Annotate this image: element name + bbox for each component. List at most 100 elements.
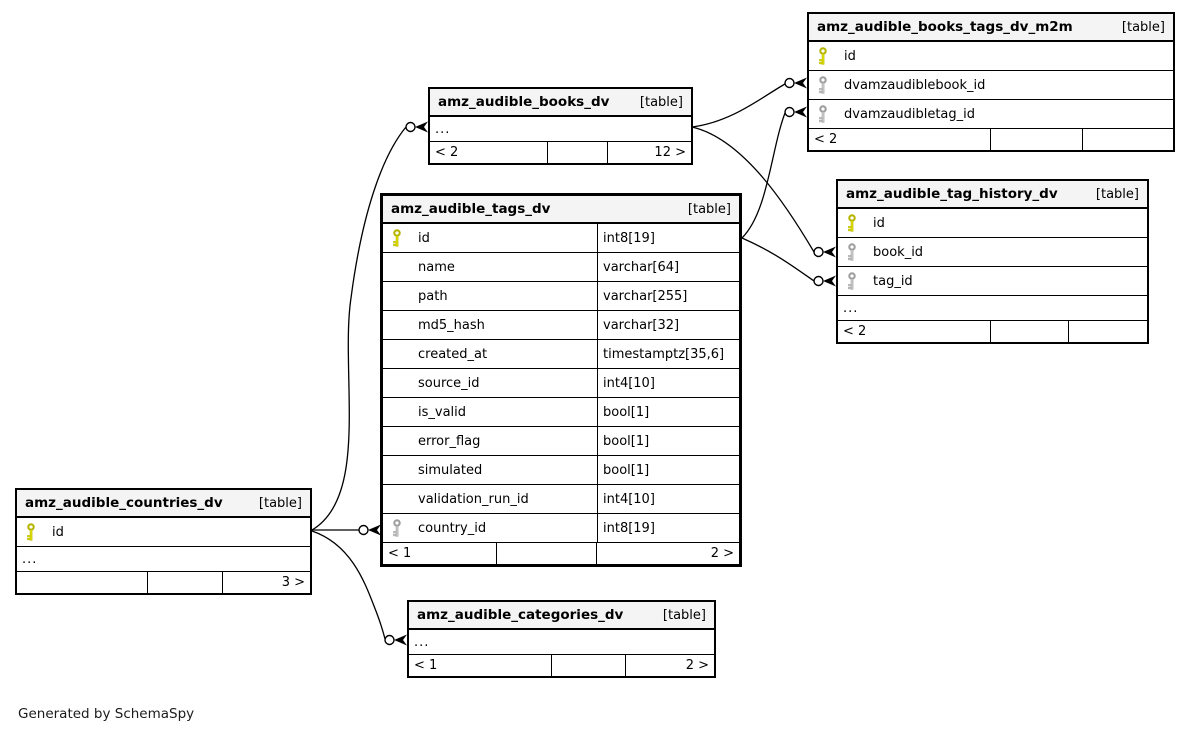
column-row: path varchar[255] bbox=[383, 282, 739, 311]
column-name: source_id bbox=[418, 375, 480, 391]
table-footer: < 2 bbox=[809, 129, 1173, 150]
column-row: name varchar[64] bbox=[383, 253, 739, 282]
crowfoot-marker-history-book-id bbox=[813, 246, 836, 258]
footer-center bbox=[497, 543, 597, 564]
column-row: id bbox=[17, 518, 310, 547]
column-row: md5_hash varchar[32] bbox=[383, 311, 739, 340]
primary-key-icon bbox=[809, 46, 844, 66]
foreign-key-icon bbox=[838, 242, 873, 262]
column-name: validation_run_id bbox=[418, 491, 529, 507]
table-amz-audible-tags-dv[interactable]: amz_audible_tags_dv [table] id int8[19] … bbox=[380, 193, 742, 567]
column-type: bool[1] bbox=[597, 398, 739, 426]
footer-center bbox=[148, 572, 223, 593]
column-name: error_flag bbox=[418, 433, 481, 449]
footer-center bbox=[548, 142, 608, 163]
footer-center bbox=[552, 655, 626, 676]
column-name: path bbox=[418, 288, 448, 304]
column-row: id bbox=[838, 209, 1147, 238]
table-title[interactable]: amz_audible_tags_dv bbox=[391, 201, 551, 217]
column-type: bool[1] bbox=[597, 427, 739, 455]
table-amz-audible-books-tags-dv-m2m[interactable]: amz_audible_books_tags_dv_m2m [table] id… bbox=[807, 12, 1175, 152]
column-row: tag_id bbox=[838, 267, 1147, 296]
column-row: dvamzaudiblebook_id bbox=[809, 71, 1173, 100]
column-row: id int8[19] bbox=[383, 224, 739, 253]
column-name: id bbox=[873, 215, 885, 231]
crowfoot-marker-history-tag-id bbox=[813, 275, 836, 287]
footer-right bbox=[1083, 129, 1173, 150]
table-type-label: [table] bbox=[662, 607, 706, 623]
column-name: id bbox=[418, 230, 430, 246]
column-type: bool[1] bbox=[597, 456, 739, 484]
table-type-label: [table] bbox=[639, 94, 683, 110]
table-title[interactable]: amz_audible_tag_history_dv bbox=[846, 186, 1058, 202]
primary-key-icon bbox=[383, 228, 418, 248]
table-amz-audible-books-dv[interactable]: amz_audible_books_dv [table] ... < 2 12 … bbox=[428, 87, 693, 165]
column-row: error_flag bool[1] bbox=[383, 427, 739, 456]
table-title[interactable]: amz_audible_countries_dv bbox=[25, 495, 223, 511]
table-title[interactable]: amz_audible_books_dv bbox=[438, 94, 610, 110]
column-name: md5_hash bbox=[418, 317, 485, 333]
column-type: int8[19] bbox=[597, 224, 739, 252]
primary-key-icon bbox=[17, 522, 52, 542]
crowfoot-marker-books-ellipsis bbox=[405, 121, 428, 133]
column-type: varchar[255] bbox=[597, 282, 739, 310]
table-title[interactable]: amz_audible_books_tags_dv_m2m bbox=[817, 19, 1073, 35]
edge-countries-to-categories bbox=[311, 530, 386, 640]
crowfoot-marker-tags-country-id bbox=[358, 524, 381, 536]
column-name: dvamzaudiblebook_id bbox=[844, 77, 986, 93]
column-type: int4[10] bbox=[597, 369, 739, 397]
edge-books-to-m2m-book-id bbox=[691, 83, 786, 128]
footer-left: < 2 bbox=[430, 142, 548, 163]
footer-right: 2 > bbox=[685, 658, 709, 673]
column-row: country_id int8[19] bbox=[383, 514, 739, 543]
table-footer: < 2 12 > bbox=[430, 142, 691, 163]
ellipsis-row: ... bbox=[838, 296, 1147, 321]
ellipsis-text: ... bbox=[414, 634, 430, 650]
table-header: amz_audible_tags_dv [table] bbox=[383, 196, 739, 224]
column-name: created_at bbox=[418, 346, 488, 362]
ellipsis-row: ... bbox=[409, 630, 714, 655]
column-name: tag_id bbox=[873, 273, 913, 289]
column-type: varchar[64] bbox=[597, 253, 739, 281]
generated-by-note: Generated by SchemaSpy bbox=[18, 706, 195, 722]
table-type-label: [table] bbox=[687, 201, 731, 217]
table-footer: 3 > bbox=[17, 572, 310, 593]
table-header: amz_audible_books_tags_dv_m2m [table] bbox=[809, 14, 1173, 42]
column-row: is_valid bool[1] bbox=[383, 398, 739, 427]
table-type-label: [table] bbox=[258, 495, 302, 511]
table-type-label: [table] bbox=[1095, 186, 1139, 202]
column-name: book_id bbox=[873, 244, 924, 260]
primary-key-icon bbox=[838, 213, 873, 233]
column-name: country_id bbox=[418, 520, 487, 536]
footer-right bbox=[1069, 321, 1147, 342]
table-header: amz_audible_books_dv [table] bbox=[430, 89, 691, 117]
column-type: varchar[32] bbox=[597, 311, 739, 339]
table-footer: < 1 2 > bbox=[409, 655, 714, 676]
footer-center bbox=[991, 129, 1083, 150]
table-amz-audible-tag-history-dv[interactable]: amz_audible_tag_history_dv [table] id bo… bbox=[836, 179, 1149, 344]
table-header: amz_audible_tag_history_dv [table] bbox=[838, 181, 1147, 209]
column-row: source_id int4[10] bbox=[383, 369, 739, 398]
ellipsis-row: ... bbox=[430, 117, 691, 142]
column-row: id bbox=[809, 42, 1173, 71]
foreign-key-icon bbox=[383, 518, 418, 538]
column-row: validation_run_id int4[10] bbox=[383, 485, 739, 514]
table-amz-audible-categories-dv[interactable]: amz_audible_categories_dv [table] ... < … bbox=[407, 600, 716, 678]
column-name: simulated bbox=[418, 462, 483, 478]
footer-left: < 2 bbox=[838, 321, 991, 342]
ellipsis-text: ... bbox=[435, 121, 451, 137]
footer-left: < 1 bbox=[409, 655, 552, 676]
footer-left: < 1 bbox=[383, 543, 497, 564]
column-name: dvamzaudibletag_id bbox=[844, 106, 976, 122]
column-type: int8[19] bbox=[597, 514, 739, 542]
table-amz-audible-countries-dv[interactable]: amz_audible_countries_dv [table] id ... … bbox=[15, 488, 312, 595]
footer-left bbox=[17, 572, 148, 593]
foreign-key-icon bbox=[809, 75, 844, 95]
table-footer: < 2 bbox=[838, 321, 1147, 342]
footer-left: < 2 bbox=[809, 129, 991, 150]
table-title[interactable]: amz_audible_categories_dv bbox=[417, 607, 624, 623]
footer-right: 2 > bbox=[710, 546, 734, 561]
footer-right: 12 > bbox=[654, 145, 686, 160]
column-row: dvamzaudibletag_id bbox=[809, 100, 1173, 129]
